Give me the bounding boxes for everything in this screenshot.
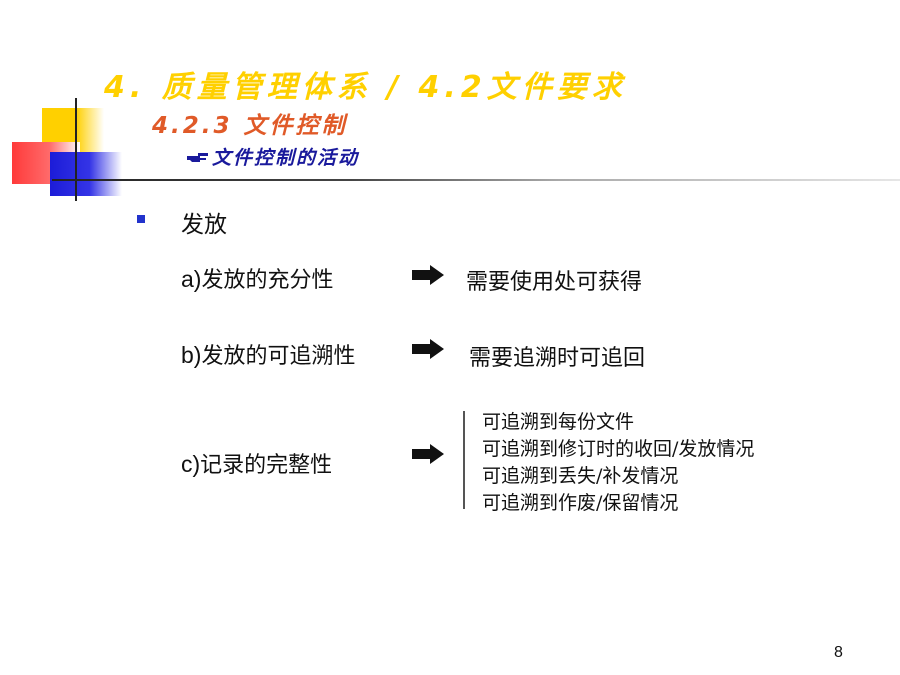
list-item: 可追溯到修订时的收回/发放情况 <box>482 438 755 460</box>
traceability-list: 可追溯到每份文件 可追溯到修订时的收回/发放情况 可追溯到丢失/补发情况 可追溯… <box>482 409 754 517</box>
page-number: 8 <box>834 644 843 661</box>
slide-title: 4. 质量管理体系 / 4.2文件要求 <box>104 70 627 105</box>
right-arrow-icon <box>412 339 444 363</box>
list-bracket <box>463 411 465 509</box>
section-heading-text: 文件控制的活动 <box>212 147 360 169</box>
right-arrow-icon <box>412 265 444 289</box>
item-a-letter: a) <box>181 266 202 292</box>
slide-subtitle: 4.2.3 文件控制 <box>152 113 348 139</box>
section-heading: 文件控制的活动 <box>186 143 359 170</box>
bullet-marker <box>137 215 145 223</box>
pointing-hand-icon <box>186 147 210 169</box>
title-divider <box>52 179 900 181</box>
item-c-text: 记录的完整性 <box>200 453 333 478</box>
item-b: b)发放的可追溯性 <box>181 338 355 370</box>
item-a: a)发放的充分性 <box>181 262 333 294</box>
item-a-text: 发放的充分性 <box>201 268 334 293</box>
item-c: c)记录的完整性 <box>181 447 332 479</box>
item-b-result: 需要追溯时可追回 <box>469 346 646 371</box>
list-item: 可追溯到作废/保留情况 <box>482 492 679 514</box>
item-c-letter: c) <box>181 451 201 477</box>
list-item: 可追溯到丢失/补发情况 <box>482 465 679 487</box>
item-b-text: 发放的可追溯性 <box>201 344 356 369</box>
item-a-result: 需要使用处可获得 <box>466 270 643 295</box>
right-arrow-icon <box>412 444 444 468</box>
decor-blue-block <box>50 152 122 196</box>
list-item: 可追溯到每份文件 <box>482 411 635 433</box>
item-b-letter: b) <box>181 342 202 368</box>
bullet-text: 发放 <box>181 212 227 238</box>
decor-vertical-line <box>75 98 77 201</box>
